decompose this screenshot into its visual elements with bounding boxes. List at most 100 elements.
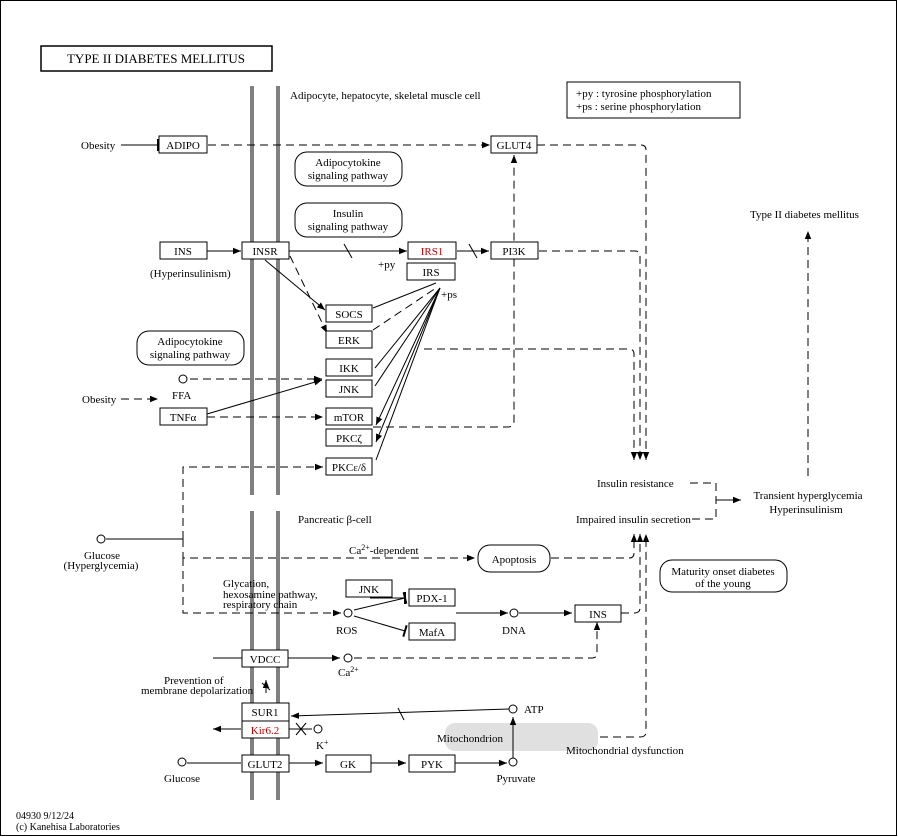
gene-box-insr[interactable]: [241, 241, 290, 260]
gene-label: PDX-1: [416, 593, 447, 605]
cell-label-bottom: Pancreatic β-cell: [298, 514, 372, 526]
gene-label: JNK: [339, 384, 359, 396]
label-k: K+: [316, 738, 329, 752]
label-transient: Hyperinsulinism: [769, 504, 843, 516]
label-mitochondrion: Mitochondrion: [437, 733, 503, 745]
gene-box-vdcc[interactable]: [241, 649, 289, 668]
pathway-label: Adipocytokine: [315, 157, 380, 169]
label-glycation: hexosamine pathway,: [223, 589, 318, 601]
label-pyruvate: Pyruvate: [496, 773, 535, 785]
gene-label: PKCε/δ: [332, 462, 366, 474]
gene-box-mtor[interactable]: [325, 407, 373, 426]
pathway-label: of the young: [695, 578, 751, 590]
label-dna: DNA: [502, 625, 526, 637]
title-box: TYPE II DIABETES MELLITUS: [40, 45, 273, 72]
legend-py: +ps : serine phosphorylation: [576, 101, 702, 113]
label-obesity: Obesity: [81, 140, 116, 152]
mody-box[interactable]: [659, 559, 788, 593]
gene-box-ins2[interactable]: [574, 604, 622, 623]
gene-box-pdx1[interactable]: [408, 588, 456, 607]
label-insulin-resistance: Insulin resistance: [597, 478, 674, 490]
gene-box-glut4[interactable]: [490, 135, 538, 154]
label-glucose: Glucose: [164, 773, 200, 785]
label-impaired-secretion: Impaired insulin secretion: [576, 514, 691, 526]
gene-box-glut2[interactable]: [241, 754, 290, 773]
insulin-pathway-box[interactable]: [294, 202, 403, 238]
compound-pyruvate[interactable]: [508, 757, 518, 767]
compound-ca[interactable]: [343, 653, 353, 663]
label-obesity: Obesity: [82, 394, 117, 406]
pathway-label: Insulin: [333, 208, 364, 220]
gene-box-pyk[interactable]: [408, 754, 456, 773]
pathway-label: Apoptosis: [492, 554, 537, 566]
gene-box-adipo[interactable]: [158, 135, 208, 154]
cell-membranes: [250, 86, 280, 800]
label-glucose-hyper: Glucose: [84, 550, 120, 562]
gene-label: JNK: [359, 584, 379, 596]
gene-box-pkce[interactable]: [325, 457, 373, 476]
gene-label: GK: [340, 759, 356, 771]
gene-label: SUR1: [252, 707, 279, 719]
gene-box-socs[interactable]: [325, 304, 373, 323]
gene-box-tnfa[interactable]: [159, 407, 208, 426]
pathway-label: signaling pathway: [308, 170, 389, 182]
gene-box-irs1[interactable]: [407, 241, 457, 260]
gene-label: INSR: [252, 246, 278, 258]
gene-label: ADIPO: [166, 140, 200, 152]
label-glucose-hyper: (Hyperglycemia): [64, 560, 139, 572]
gene-box-ins[interactable]: [159, 241, 208, 260]
adipocytokine-pathway-box-1[interactable]: [294, 151, 403, 187]
pathway-label: signaling pathway: [308, 221, 389, 233]
mitochondrion-shape: [445, 723, 598, 751]
gene-box-jnk2[interactable]: [345, 579, 393, 598]
gene-box-pi3k[interactable]: [490, 241, 539, 260]
gene-label: PYK: [421, 759, 443, 771]
gene-label: GLUT2: [248, 759, 283, 771]
label-prevention: membrane depolarization: [141, 685, 254, 697]
gene-box-mafa[interactable]: [408, 622, 456, 641]
compound-k[interactable]: [313, 724, 323, 734]
compound-glucose[interactable]: [177, 757, 187, 767]
gene-box-pkcz[interactable]: [325, 428, 373, 447]
gene-box-jnk[interactable]: [325, 379, 373, 398]
gene-box-erk[interactable]: [325, 330, 373, 349]
gene-box-kir62[interactable]: [241, 720, 290, 739]
cell-label-top: Adipocyte, hepatocyte, skeletal muscle c…: [290, 90, 481, 102]
edges: GLUT4 --> right side -> insulin resistan…: [106, 139, 812, 767]
compound-atp[interactable]: [508, 704, 518, 714]
gene-label: IRS1: [421, 246, 444, 258]
compound-glucose-hyper[interactable]: [96, 534, 106, 544]
compounds: [96, 374, 519, 767]
compound-ros[interactable]: [343, 608, 353, 618]
gene-label: ERK: [338, 335, 360, 347]
label-ffa: FFA: [172, 390, 191, 402]
label-mito-dysfunction: Mitochondrial dysfunction: [566, 745, 684, 757]
label-glycation: respiratory chain: [223, 599, 298, 611]
label-ps: +ps: [441, 289, 457, 301]
gene-label: INS: [174, 246, 192, 258]
compound-ffa[interactable]: [178, 374, 188, 384]
apoptosis-box[interactable]: [477, 544, 551, 573]
label-prevention: Prevention of: [164, 675, 224, 687]
gene-box-irs[interactable]: [406, 262, 456, 281]
page-title: TYPE II DIABETES MELLITUS: [67, 51, 245, 66]
gene-label: Kir6.2: [251, 725, 279, 737]
label-transient: Transient hyperglycemia: [753, 490, 862, 502]
gene-label: GLUT4: [497, 140, 532, 152]
pathway-boxes: [136, 151, 788, 593]
gene-box-gk[interactable]: [325, 754, 372, 773]
gene-box-ikk[interactable]: [325, 358, 373, 377]
footer-id: 04930 9/12/24: [16, 811, 74, 822]
gene-label: MafA: [419, 627, 445, 639]
compound-dna[interactable]: [509, 608, 519, 618]
footer-copyright: (c) Kanehisa Laboratories: [16, 822, 120, 833]
legend-ps: +py : tyrosine phosphorylation: [576, 88, 712, 100]
pathway-label: Adipocytokine: [157, 336, 222, 348]
gene-boxes: [158, 135, 622, 773]
gene-label: IRS: [422, 267, 439, 279]
adipocytokine-pathway-box-2[interactable]: [136, 330, 245, 366]
gene-label: VDCC: [250, 654, 281, 666]
